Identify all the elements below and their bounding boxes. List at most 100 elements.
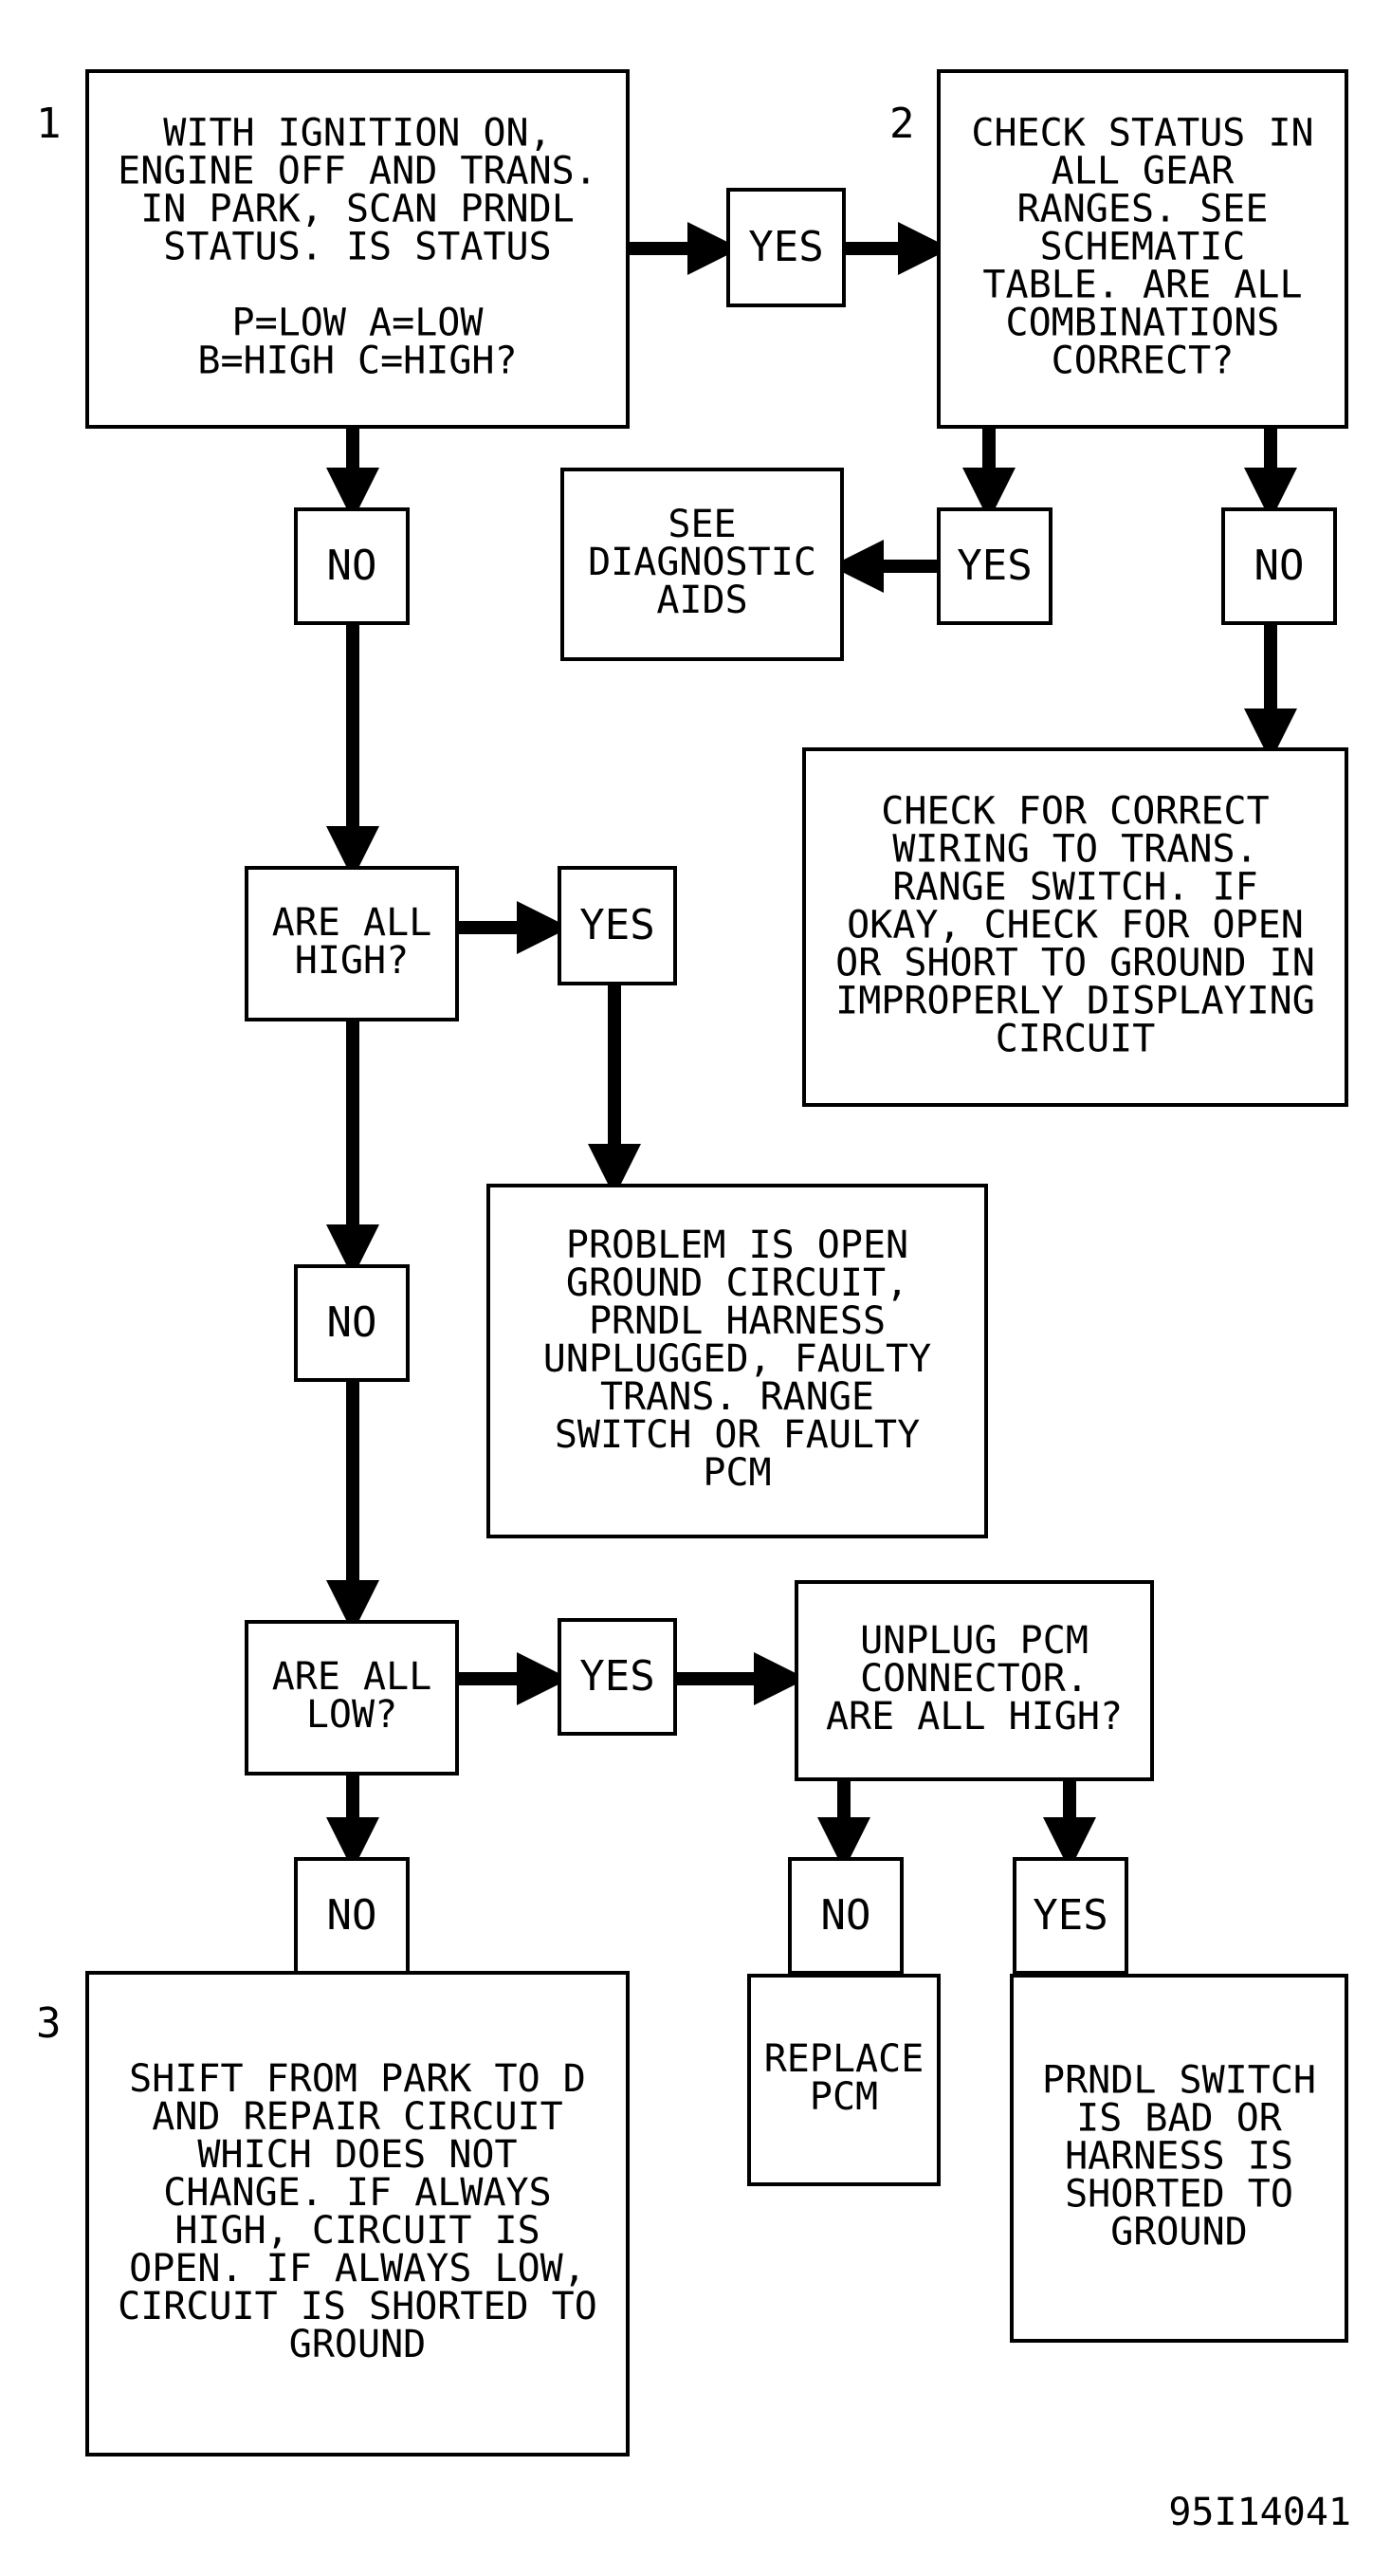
decision-yes1: YES	[726, 188, 846, 307]
step-line: UNPLUGGED, FAULTY	[543, 1337, 931, 1381]
step-box-problem	[486, 1184, 988, 1538]
step-line: TABLE. ARE ALL	[982, 264, 1302, 307]
decision-label: NO	[327, 1298, 377, 1347]
step-line: STATUS. IS STATUS	[163, 226, 551, 269]
decision-label: NO	[327, 542, 377, 590]
step-line: IMPROPERLY DISPLAYING	[835, 980, 1315, 1023]
step-line: PROBLEM IS OPEN	[566, 1224, 908, 1267]
step-line: ARE ALL HIGH?	[826, 1695, 1123, 1739]
nodes: WITH IGNITION ON,ENGINE OFF AND TRANS.IN…	[36, 69, 1348, 2456]
decision-label: YES	[579, 1652, 654, 1701]
step-line: CONNECTOR.	[860, 1657, 1089, 1701]
step-line: OKAY, CHECK FOR OPEN	[847, 904, 1304, 948]
connectors	[326, 222, 1297, 1975]
decision-box	[294, 507, 410, 625]
step-line: REPLACE	[764, 2037, 924, 2081]
step-line: P=LOW A=LOW	[232, 302, 485, 345]
step-line: RANGES. SEE	[1017, 188, 1269, 231]
step-line: CIRCUIT	[996, 1018, 1156, 1061]
decision-box	[294, 1857, 410, 1975]
figure-code: 95I14041	[1168, 2491, 1351, 2534]
step-box-wiring	[802, 747, 1348, 1107]
step-line: LOW?	[306, 1693, 397, 1737]
step-line: GROUND	[289, 2323, 427, 2366]
step-line: PRNDL HARNESS	[589, 1299, 886, 1343]
step-line: ENGINE OFF AND TRANS.	[118, 150, 597, 193]
step-line: AIDS	[656, 579, 747, 622]
step-number: 3	[36, 1999, 62, 2048]
decision-no5: NO	[788, 1857, 904, 1975]
decision-label: YES	[1033, 1891, 1107, 1940]
step-line: GROUND CIRCUIT,	[566, 1261, 908, 1305]
step-line: TRANS. RANGE	[600, 1375, 874, 1419]
step-line: OR SHORT TO GROUND IN	[835, 942, 1315, 985]
step-line: HIGH, CIRCUIT IS	[174, 2209, 540, 2253]
decision-box	[1013, 1857, 1128, 1975]
step-line: B=HIGH C=HIGH?	[197, 340, 517, 383]
step-s1: WITH IGNITION ON,ENGINE OFF AND TRANS.IN…	[36, 69, 630, 429]
step-box-unplug	[795, 1580, 1154, 1781]
step-box-allhigh	[245, 866, 459, 1021]
decision-box	[294, 1264, 410, 1382]
step-line: GROUND	[1110, 2211, 1248, 2254]
decision-label: YES	[579, 901, 654, 949]
decision-no1: NO	[294, 507, 410, 625]
step-line: SHORTED TO	[1065, 2173, 1293, 2217]
step-box-prndlbad	[1010, 1974, 1348, 2343]
decision-label: YES	[957, 542, 1032, 590]
step-box-s3	[85, 1971, 630, 2456]
decision-yes5: YES	[1013, 1857, 1128, 1975]
step-line: SHIFT FROM PARK TO D	[129, 2057, 586, 2101]
step-line: WIRING TO TRANS.	[892, 828, 1257, 872]
step-number: 2	[889, 100, 915, 148]
step-line: ALL GEAR	[1052, 150, 1235, 193]
decision-no3: NO	[294, 1264, 410, 1382]
step-line: RANGE SWITCH. IF	[892, 866, 1257, 910]
step-line: DIAGNOSTIC	[588, 541, 816, 584]
decision-yes2: YES	[937, 507, 1052, 625]
step-line: WITH IGNITION ON,	[163, 112, 551, 156]
decision-no2: NO	[1221, 507, 1337, 625]
decision-yes4: YES	[558, 1618, 677, 1736]
step-number: 1	[36, 100, 62, 148]
step-box-replace	[747, 1974, 941, 2186]
step-line: SWITCH OR FAULTY	[555, 1413, 920, 1457]
step-line: IS BAD OR	[1076, 2097, 1283, 2141]
step-box-alllow	[245, 1620, 459, 1776]
step-line: CHECK STATUS IN	[971, 112, 1313, 156]
step-line: CHECK FOR CORRECT	[881, 790, 1269, 834]
step-box-diag	[560, 468, 844, 661]
step-line: SCHEMATIC	[1040, 226, 1246, 269]
decision-label: NO	[327, 1891, 377, 1940]
step-line: WHICH DOES NOT	[197, 2133, 517, 2177]
step-line: HIGH?	[295, 939, 409, 983]
decision-no4: NO	[294, 1857, 410, 1975]
step-line: SEE	[668, 503, 736, 546]
step-line: COMBINATIONS	[1006, 302, 1280, 345]
decision-box	[558, 1618, 677, 1736]
decision-box	[558, 866, 677, 985]
decision-label: YES	[748, 223, 823, 271]
decision-box	[1221, 507, 1337, 625]
step-box-s2	[937, 69, 1348, 429]
step-box-s1	[85, 69, 630, 429]
decision-yes3: YES	[558, 866, 677, 985]
step-line: CHANGE. IF ALWAYS	[163, 2171, 551, 2215]
step-line: UNPLUG PCM	[860, 1619, 1089, 1663]
step-line: PRNDL SWITCH	[1042, 2059, 1316, 2103]
step-line: ARE ALL	[272, 901, 432, 945]
step-line: HARNESS IS	[1065, 2135, 1293, 2179]
step-line: IN PARK, SCAN PRNDL	[140, 188, 575, 231]
step-line: PCM	[810, 2075, 878, 2119]
step-line: AND REPAIR CIRCUIT	[152, 2095, 562, 2139]
step-line: CIRCUIT IS SHORTED TO	[118, 2285, 597, 2328]
